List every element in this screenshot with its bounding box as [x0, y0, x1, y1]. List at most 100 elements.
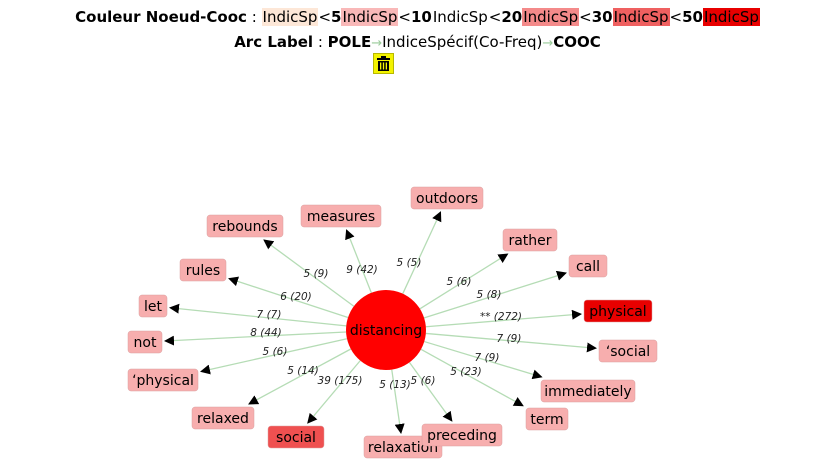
edge-label-physical-quote: 5 (6)	[263, 346, 288, 358]
edge-outdoors	[402, 211, 442, 294]
edge-label-not: 8 (44)	[250, 327, 282, 339]
node-rules[interactable]: rules	[179, 258, 227, 282]
node-measures[interactable]: measures	[300, 204, 382, 228]
node-call[interactable]: call	[568, 254, 608, 278]
edge-label-outdoors: 5 (5)	[397, 257, 422, 269]
node-box-preceding[interactable]	[421, 423, 503, 447]
edge-social	[307, 360, 361, 424]
edge-rather	[419, 253, 509, 310]
trash-button[interactable]	[373, 53, 394, 74]
node-relaxed[interactable]: relaxed	[191, 406, 255, 430]
node-box-rather[interactable]	[502, 228, 558, 252]
node-box-social-quote[interactable]	[598, 339, 658, 363]
node-box-not[interactable]	[127, 330, 163, 354]
edge-relaxed	[248, 348, 352, 405]
node-label-measures: measures	[307, 209, 375, 225]
edge-label-rebounds: 5 (9)	[304, 268, 329, 280]
legend-operator: <	[318, 8, 332, 26]
node-box-physical-quote[interactable]	[127, 368, 199, 392]
edge-label-let: 7 (7)	[257, 309, 282, 321]
legend-threshold: 10	[410, 8, 432, 26]
node-label-rules: rules	[186, 263, 220, 279]
legend-operator: <	[669, 8, 683, 26]
arc-legend-title: Arc Label	[234, 33, 314, 51]
legend-threshold: 30	[591, 8, 613, 26]
node-label-preceding: preceding	[427, 428, 497, 444]
edge-physical	[425, 309, 582, 328]
legend-swatch-8: IndicSp	[612, 8, 670, 26]
legend-operator: <	[488, 8, 502, 26]
legend-threshold: 20	[501, 8, 523, 26]
node-let[interactable]: let	[138, 294, 168, 318]
center-node-label: distancing	[350, 323, 422, 339]
node-rather[interactable]: rather	[502, 228, 558, 252]
node-label-outdoors: outdoors	[416, 191, 478, 207]
node-preceding[interactable]: preceding	[421, 423, 503, 447]
node-label-rather: rather	[508, 233, 551, 249]
edge-label-social: 39 (175)	[318, 375, 363, 387]
trash-icon	[377, 56, 390, 71]
node-box-immediately[interactable]	[540, 379, 636, 403]
node-label-not: not	[134, 335, 157, 351]
legend-separator: :	[246, 8, 262, 26]
edge-measures	[345, 229, 372, 294]
node-box-outdoors[interactable]	[410, 186, 484, 210]
legend-threshold: 5	[331, 8, 342, 26]
node-label-social-quote: ‘social	[606, 344, 650, 360]
arc-arrow-2: →	[542, 36, 554, 51]
node-not[interactable]: not	[127, 330, 163, 354]
center-node[interactable]	[346, 290, 426, 370]
node-box-relaxed[interactable]	[191, 406, 255, 430]
node-box-let[interactable]	[138, 294, 168, 318]
node-term[interactable]: term	[525, 407, 569, 431]
node-social[interactable]: social	[267, 425, 325, 449]
edge-relaxation	[391, 369, 405, 434]
edge-not	[164, 331, 347, 346]
edge-rebounds	[263, 239, 355, 307]
node-rebounds[interactable]: rebounds	[206, 214, 284, 238]
node-label-physical-quote: ‘physical	[132, 373, 194, 389]
edge-label-rather: 5 (6)	[447, 276, 472, 288]
edge-immediately	[424, 340, 543, 380]
legend-title: Couleur Noeud-Cooc	[75, 8, 247, 26]
legend-swatch-4: IndicSp	[431, 8, 489, 26]
node-social-quote[interactable]: ‘social	[598, 339, 658, 363]
legend-swatch-6: IndicSp	[522, 8, 580, 26]
legend-items: IndicSp<5IndicSp<10IndicSp<20IndicSp<30I…	[261, 8, 760, 26]
legend-swatch-0: IndicSp	[261, 8, 319, 26]
node-box-physical[interactable]	[583, 299, 653, 323]
edge-label-term: 5 (23)	[450, 366, 482, 378]
legend-swatch-10: IndicSp	[702, 8, 760, 26]
arc-legend-separator: :	[313, 33, 328, 51]
node-label-immediately: immediately	[544, 384, 631, 400]
node-box-rules[interactable]	[179, 258, 227, 282]
edge-label-rules: 6 (20)	[280, 291, 312, 303]
node-label-term: term	[530, 412, 563, 428]
node-physical[interactable]: physical	[583, 299, 653, 323]
edge-label-relaxed: 5 (14)	[287, 365, 319, 377]
edge-let	[169, 303, 347, 327]
legend-operator: <	[579, 8, 592, 26]
node-label-let: let	[144, 299, 163, 315]
edge-physical-quote	[200, 338, 348, 375]
node-box-call[interactable]	[568, 254, 608, 278]
edge-label-measures: 9 (42)	[346, 264, 378, 276]
node-physical-quote[interactable]: ‘physical	[127, 368, 199, 392]
edge-preceding	[408, 362, 453, 422]
arc-legend-pole: POLE	[327, 33, 372, 51]
node-immediately[interactable]: immediately	[540, 379, 636, 403]
edge-call	[423, 270, 567, 319]
node-outdoors[interactable]: outdoors	[410, 186, 484, 210]
node-box-social[interactable]	[267, 425, 325, 449]
arc-arrow-1: →	[371, 36, 383, 51]
node-box-measures[interactable]	[300, 204, 382, 228]
legend-swatch-2: IndicSp	[341, 8, 399, 26]
node-label-physical: physical	[589, 304, 646, 320]
edge-label-immediately: 7 (9)	[475, 352, 500, 364]
edge-label-relaxation: 5 (13)	[379, 379, 411, 391]
node-box-rebounds[interactable]	[206, 214, 284, 238]
legend-operator: <	[398, 8, 411, 26]
edge-rules	[228, 276, 349, 319]
node-box-term[interactable]	[525, 407, 569, 431]
